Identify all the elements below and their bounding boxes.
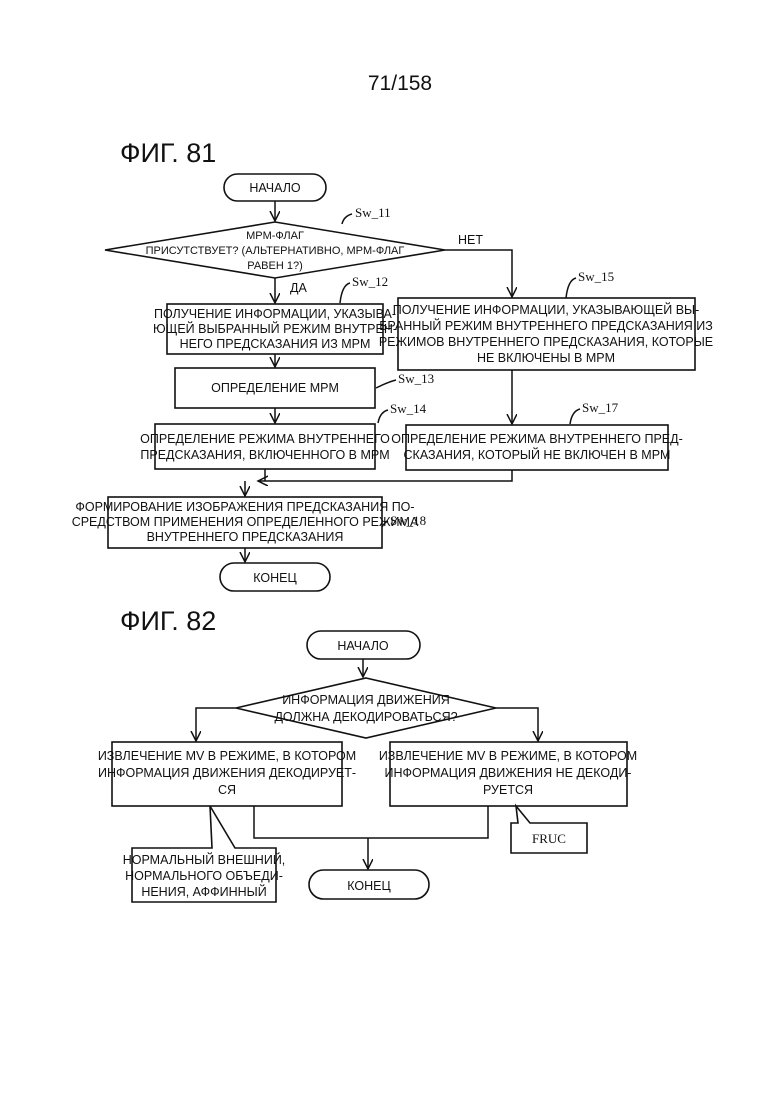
step-label-sw15: Sw_15 — [578, 269, 614, 284]
fig81-box-sw15-line-1: ПОЛУЧЕНИЕ ИНФОРМАЦИИ, УКАЗЫВАЮЩЕЙ ВЫ- — [393, 302, 700, 317]
fig82-note-left-line-3: НЕНИЯ, АФФИННЫЙ — [141, 884, 266, 899]
fig81-start-label: НАЧАЛО — [249, 181, 301, 195]
fig82-start-label: НАЧАЛО — [337, 639, 389, 653]
fig81-box-sw14-line-1: ОПРЕДЕЛЕНИЕ РЕЖИМА ВНУТРЕННЕГО — [140, 432, 390, 446]
fig81-box-sw12-line-2: ЮЩЕЙ ВЫБРАННЫЙ РЕЖИМ ВНУТРЕН- — [153, 321, 397, 336]
fig82-title: ФИГ. 82 — [120, 606, 216, 636]
fig81-box-sw14-line-2: ПРЕДСКАЗАНИЯ, ВКЛЮЧЕННОГО В MPM — [140, 448, 389, 462]
fig81-yes-label: ДА — [290, 281, 307, 295]
fig82-arrow-decision-left — [196, 708, 236, 741]
page-number: 71/158 — [368, 72, 432, 95]
fig82-note-right-text: FRUC — [532, 831, 566, 846]
step-label-sw14: Sw_14 — [390, 401, 427, 416]
fig82-box-left-line-2: ИНФОРМАЦИЯ ДВИЖЕНИЯ ДЕКОДИРУЕТ- — [98, 766, 356, 780]
fig82-decision-line-2: ДОЛЖНА ДЕКОДИРОВАТЬСЯ? — [274, 710, 457, 724]
fig82-line-left-merge — [254, 806, 368, 838]
fig82-end-label: КОНЕЦ — [347, 879, 391, 893]
fig82-line-right-merge — [368, 806, 488, 838]
step-label-sw17: Sw_17 — [582, 400, 619, 415]
fig81-box-sw14 — [155, 424, 375, 469]
leader-sw15 — [566, 278, 576, 298]
fig81-box-sw12-line-3: НЕГО ПРЕДСКАЗАНИЯ ИЗ MPM — [180, 337, 371, 351]
step-label-sw12: Sw_12 — [352, 274, 388, 289]
fig81-arrow-sw17-merge — [258, 470, 512, 481]
leader-sw11 — [342, 214, 352, 224]
leader-sw17 — [570, 409, 580, 424]
fig82-box-left-line-1: ИЗВЛЕЧЕНИЕ MV В РЕЖИМЕ, В КОТОРОМ — [98, 749, 356, 763]
step-label-sw11: Sw_11 — [355, 205, 391, 220]
leader-sw14 — [378, 410, 388, 423]
fig82-box-right-line-3: РУЕТСЯ — [483, 783, 533, 797]
fig81-box-sw17-line-1: ОПРЕДЕЛЕНИЕ РЕЖИМА ВНУТРЕННЕГО ПРЕД- — [391, 432, 683, 446]
fig82-box-right-line-2: ИНФОРМАЦИЯ ДВИЖЕНИЯ НЕ ДЕКОДИ- — [385, 766, 632, 780]
fig82-box-right-line-1: ИЗВЛЕЧЕНИЕ MV В РЕЖИМЕ, В КОТОРОМ — [379, 749, 637, 763]
fig81-box-sw18-line-3: ВНУТРЕННЕГО ПРЕДСКАЗАНИЯ — [147, 530, 344, 544]
fig81-box-sw15-line-3: РЕЖИМОВ ВНУТРЕННЕГО ПРЕДСКАЗАНИЯ, КОТОРЫ… — [379, 335, 713, 349]
fig82-decision-line-1: ИНФОРМАЦИЯ ДВИЖЕНИЯ — [282, 693, 450, 707]
fig81-decision-line-3: РАВЕН 1?) — [247, 260, 303, 272]
fig81-decision-line-2: ПРИСУТСТВУЕТ? (АЛЬТЕРНАТИВНО, MPM-ФЛАГ — [146, 245, 405, 257]
fig82-note-left-line-2: НОРМАЛЬНОГО ОБЪЕДИ- — [125, 869, 283, 883]
fig81-decision-line-1: MPM-ФЛАГ — [246, 230, 304, 242]
leader-sw12 — [340, 283, 350, 303]
leader-sw13 — [376, 380, 396, 388]
fig81-box-sw17-line-2: СКАЗАНИЯ, КОТОРЫЙ НЕ ВКЛЮЧЕН В MPM — [404, 447, 671, 462]
fig81-end-label: КОНЕЦ — [253, 571, 297, 585]
step-label-sw13: Sw_13 — [398, 371, 434, 386]
fig81-box-sw18-line-2: СРЕДСТВОМ ПРИМЕНЕНИЯ ОПРЕДЕЛЕННОГО РЕЖИМ… — [72, 515, 419, 529]
fig81-box-sw15-line-2: БРАННЫЙ РЕЖИМ ВНУТРЕННЕГО ПРЕДСКАЗАНИЯ И… — [379, 318, 713, 333]
fig81-box-sw13-text: ОПРЕДЕЛЕНИЕ MPM — [211, 381, 339, 395]
fig82-arrow-decision-right — [496, 708, 538, 741]
fig82-box-left-line-3: СЯ — [218, 783, 236, 797]
step-label-sw18: Sw_18 — [390, 513, 426, 528]
fig81-box-sw15-line-4: НЕ ВКЛЮЧЕНЫ В MPM — [477, 351, 615, 365]
fig81-box-sw18-line-1: ФОРМИРОВАНИЕ ИЗОБРАЖЕНИЯ ПРЕДСКАЗАНИЯ ПО… — [75, 500, 414, 514]
fig82-decision-motion-info — [236, 678, 496, 738]
fig81-box-sw12-line-1: ПОЛУЧЕНИЕ ИНФОРМАЦИИ, УКАЗЫВА- — [154, 307, 396, 321]
fig81-no-label: НЕТ — [458, 233, 483, 247]
fig82-note-left-line-1: НОРМАЛЬНЫЙ ВНЕШНИЙ, — [123, 852, 286, 867]
fig81-title: ФИГ. 81 — [120, 138, 216, 168]
fig81-arrow-no-branch — [445, 250, 512, 297]
